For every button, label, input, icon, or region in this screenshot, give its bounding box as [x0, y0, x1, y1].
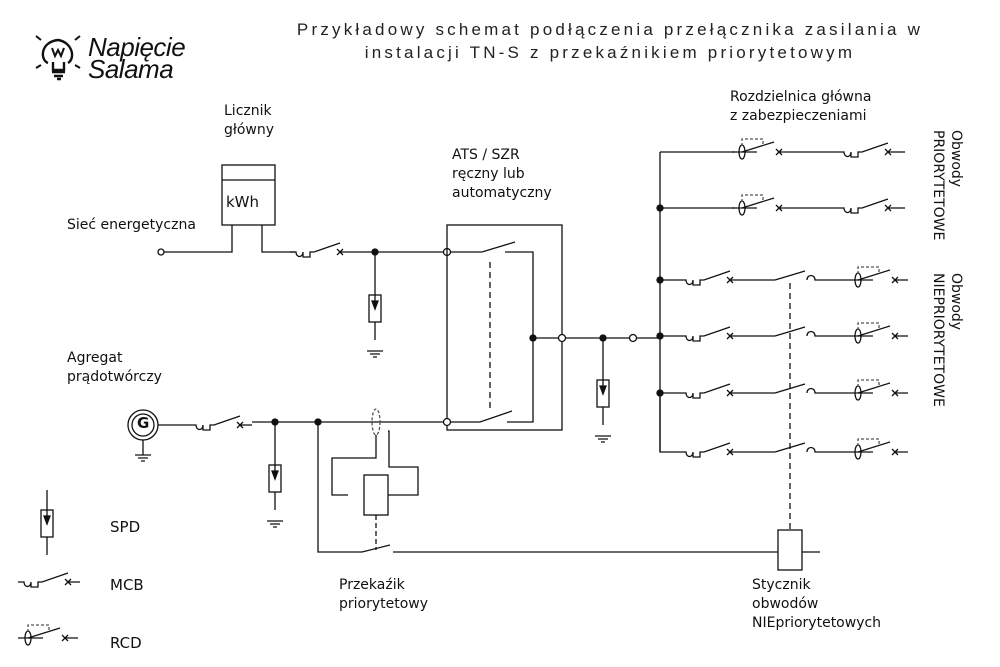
spd-icon: [368, 274, 382, 341]
energy-meter: [221, 164, 276, 226]
mcb-icon: [189, 415, 253, 431]
rcd-icon: [731, 138, 793, 160]
nonpriority-row: [660, 322, 909, 344]
ground-icon: [134, 454, 152, 462]
ground-icon: [366, 350, 384, 358]
nonpriority-row: [660, 266, 909, 288]
ground-icon: [594, 435, 612, 443]
nonpriority-row: [659, 393, 909, 460]
lightbulb-w-icon: [35, 35, 81, 81]
legend-mcb-label: MCB: [110, 576, 144, 594]
legend-rcd-label: RCD: [110, 634, 142, 652]
grid-terminal: [157, 248, 165, 256]
grid-label: Sieć energetyczna: [67, 217, 196, 233]
ground-icon: [266, 520, 284, 528]
spd-icon: [596, 359, 610, 426]
title-line-2: instalacji TN-S z przekaźnikiem prioryte…: [364, 43, 856, 62]
legend-spd-icon: [40, 489, 54, 556]
legend-rcd-icon: [17, 624, 79, 646]
legend-spd-label: SPD: [110, 518, 141, 536]
contactor-coil: [777, 529, 803, 571]
mcb-icon: [837, 198, 901, 214]
relay-wiring: [331, 430, 419, 496]
current-transformer: [371, 408, 381, 436]
generator-symbol-label: G: [137, 414, 150, 432]
logo-line-2: Salama: [88, 54, 174, 84]
meter-unit: kWh: [226, 193, 260, 211]
rcd-icon: [731, 194, 793, 216]
spd-icon: [268, 444, 282, 511]
diagram-title: Przykładowy schemat podłączenia przełącz…: [250, 18, 970, 64]
mcb-icon: [289, 242, 353, 258]
title-line-1: Przykładowy schemat podłączenia przełącz…: [296, 20, 924, 39]
legend-mcb-icon: [17, 572, 81, 588]
grid-wire: [164, 225, 295, 253]
nonpriority-row: [660, 379, 909, 401]
priority-relay-coil: [363, 474, 389, 516]
logo: Napięcie Salama: [88, 32, 186, 84]
ats-switches: [450, 241, 534, 423]
mcb-icon: [837, 142, 901, 158]
relay-control-wire: [317, 422, 820, 553]
logo-line-1: Napięcie: [88, 32, 186, 62]
ats-box: [446, 224, 563, 431]
